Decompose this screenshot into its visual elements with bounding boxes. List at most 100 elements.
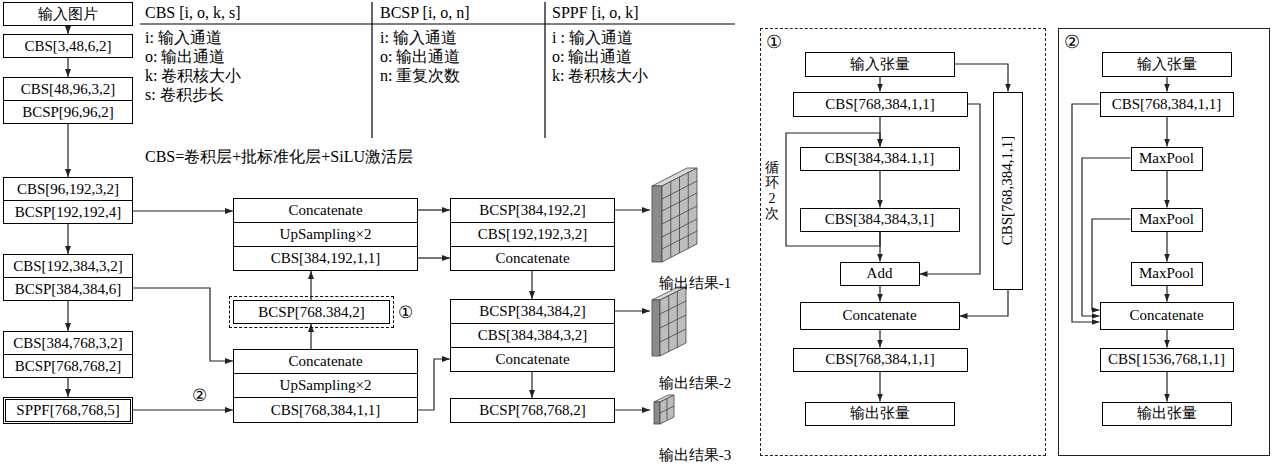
concat-block: Concatenate bbox=[450, 347, 615, 372]
table-header: SPPF [i, o, k] bbox=[552, 3, 639, 22]
block-label: CBS[768,384,1,1] bbox=[825, 96, 935, 113]
output-map: 输出结果-1 bbox=[650, 166, 740, 292]
block-label: MaxPool bbox=[1139, 211, 1194, 228]
arrow-connector bbox=[67, 301, 68, 331]
output-map: 输出结果-3 bbox=[650, 392, 740, 464]
block-label: 输入张量 bbox=[1137, 56, 1197, 73]
arrow-connector bbox=[310, 324, 311, 349]
block-label: CBS[768,384,1,1] bbox=[825, 351, 935, 368]
feature-map-icon bbox=[660, 315, 686, 328]
feature-map-icon bbox=[660, 395, 674, 424]
block-label: CBS[768,384,1,1] bbox=[271, 402, 381, 419]
block-label: CBS[48,96,3,2] bbox=[21, 81, 116, 98]
loop-note: 循环2次 bbox=[765, 160, 779, 222]
cbs-block: CBS[768,384,1,1] bbox=[793, 92, 968, 117]
arrow-connector bbox=[615, 409, 650, 410]
maxpool-block: MaxPool bbox=[1131, 262, 1203, 286]
arrow-connector bbox=[955, 64, 1009, 92]
bcsp-block: BCSP[768,768,2] bbox=[3, 354, 133, 378]
arrow-connector bbox=[133, 288, 233, 361]
panel-number: ② bbox=[1064, 32, 1080, 52]
block-label: CBS[384,384,3,1] bbox=[825, 211, 935, 228]
cbs-block: CBS[384,384.1,1] bbox=[800, 147, 960, 171]
upsample-block: UpSampling×2 bbox=[233, 373, 418, 398]
sppf-block: SPPF[768,768,5] bbox=[3, 397, 133, 424]
bcsp-block: BCSP[768.384,2] bbox=[233, 300, 390, 324]
cbs-block: CBS[192,384,3,2] bbox=[3, 254, 133, 278]
table-rule bbox=[371, 2, 372, 138]
cbs-block: CBS[384,192,1,1] bbox=[233, 246, 418, 271]
tensor-box: 输入张量 bbox=[1102, 52, 1232, 77]
bcsp-block: BCSP[384,192,2] bbox=[450, 198, 615, 223]
arrow-connector bbox=[879, 77, 880, 92]
block-label: CBS[192,384,3,2] bbox=[13, 258, 123, 275]
table-rule bbox=[140, 2, 735, 138]
arrow-connector bbox=[67, 224, 68, 254]
feature-map-icon bbox=[652, 168, 697, 262]
arrow-connector bbox=[615, 310, 650, 311]
table-cell: o: 输出通道 bbox=[145, 47, 225, 66]
block-label: CBS[384,192,1,1] bbox=[271, 250, 381, 267]
block-label: 输出张量 bbox=[1137, 405, 1197, 422]
bcsp-block: BCSP[192,192,4] bbox=[3, 200, 133, 224]
arrow-connector bbox=[879, 232, 880, 262]
feature-map-icon bbox=[654, 402, 660, 424]
tensor-box: 输出张量 bbox=[805, 402, 955, 426]
output-label: 输出结果-1 bbox=[659, 275, 732, 292]
block-label: CBS[1536,768,1,1] bbox=[1108, 351, 1225, 368]
cbs-block: CBS[768,384,1,1] bbox=[793, 348, 968, 372]
bcsp-block: BCSP[384,384,2] bbox=[450, 299, 615, 324]
table-cell: n: 重复次数 bbox=[380, 66, 460, 85]
block-label: CBS[3,48,6,2] bbox=[24, 38, 111, 55]
bcsp-block: BCSP[96,96,2] bbox=[3, 100, 133, 124]
block-label: CBS[768,384,1,1] bbox=[1112, 96, 1222, 113]
tensor-box: 输入张量 bbox=[805, 52, 955, 77]
feature-map-icon bbox=[652, 186, 662, 262]
arrow-connector bbox=[1072, 104, 1100, 322]
output-map: 输出结果-2 bbox=[650, 282, 740, 392]
block-label: MaxPool bbox=[1139, 150, 1194, 167]
block-label: Concatenate bbox=[842, 307, 916, 324]
block-label: BCSP[768.384,2] bbox=[258, 304, 365, 321]
block-label: CBS[192,192,3,2] bbox=[478, 226, 588, 243]
table-rule bbox=[544, 2, 545, 138]
block-label: CBS[768,384,1,1] bbox=[999, 136, 1016, 246]
arrow-connector bbox=[879, 171, 880, 208]
block-label: CBS[384,768,3,2] bbox=[13, 335, 123, 352]
arrow-connector bbox=[133, 210, 233, 211]
feature-map-icon bbox=[662, 219, 697, 237]
block-label: Concatenate bbox=[495, 250, 569, 267]
table-cell: k: 卷积核大小 bbox=[552, 66, 648, 85]
cbs-block: CBS[192,192,3,2] bbox=[450, 222, 615, 247]
block-label: CBS[96,192,3,2] bbox=[17, 181, 119, 198]
input-box: 输入图片 bbox=[3, 2, 133, 26]
concat-block: Concatenate bbox=[800, 302, 960, 330]
maxpool-block: MaxPool bbox=[1131, 208, 1203, 232]
arrow-connector bbox=[1092, 219, 1131, 310]
callout-number: ① bbox=[398, 303, 413, 322]
cbs-block: CBS[1536,768,1,1] bbox=[1100, 348, 1234, 372]
arrow-connector bbox=[615, 209, 650, 210]
feature-map-icon bbox=[652, 300, 660, 356]
block-label: UpSampling×2 bbox=[280, 226, 372, 243]
block-label: SPPF[768,768,5] bbox=[16, 402, 119, 419]
feature-map-icon bbox=[662, 231, 697, 249]
arrow-connector bbox=[67, 378, 68, 397]
callout-number: ② bbox=[192, 386, 207, 405]
block-label: Concatenate bbox=[495, 351, 569, 368]
arrow-connector bbox=[531, 372, 532, 398]
concat-block: Concatenate bbox=[233, 198, 418, 223]
block-label: 输入张量 bbox=[850, 56, 910, 73]
arrow-connector bbox=[67, 26, 68, 34]
block-label: 输入图片 bbox=[38, 6, 98, 23]
block-label: 输出张量 bbox=[850, 405, 910, 422]
feature-map-icon bbox=[660, 287, 686, 356]
concat-block: Concatenate bbox=[233, 349, 418, 374]
table-cell: o: 输出通道 bbox=[380, 47, 460, 66]
block-label: MaxPool bbox=[1139, 265, 1194, 282]
cbs-block: CBS[3,48,6,2] bbox=[3, 34, 133, 58]
arrow-connector bbox=[418, 257, 450, 258]
table-rule bbox=[140, 23, 735, 24]
block-label: CBS[384,384.1,1] bbox=[825, 150, 935, 167]
concat-block: Concatenate bbox=[1100, 302, 1234, 330]
